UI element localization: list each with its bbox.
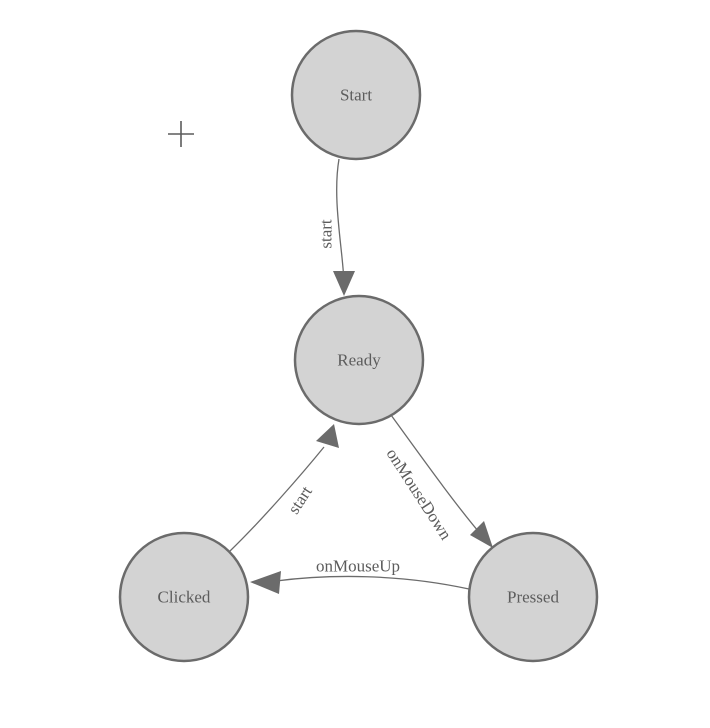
edge-start-to-ready[interactable]: start bbox=[317, 158, 356, 296]
edge-ready-to-pressed[interactable]: onMouseDown bbox=[382, 414, 493, 548]
edge-label-start-to-ready: start bbox=[317, 219, 336, 249]
edge-line-pressed-to-clicked bbox=[275, 575, 470, 590]
node-clicked[interactable]: Clicked bbox=[118, 531, 250, 663]
arrowhead-icon-pressed-to-clicked bbox=[250, 571, 281, 594]
markers-layer bbox=[168, 121, 194, 147]
edge-label-ready-to-pressed: onMouseDown bbox=[382, 445, 455, 544]
edge-pressed-to-clicked[interactable]: onMouseUp bbox=[250, 557, 470, 595]
edge-line-ready-to-pressed bbox=[390, 414, 485, 539]
arrowhead-icon-start-to-ready bbox=[333, 271, 355, 296]
edge-line-clicked-to-ready bbox=[229, 446, 325, 552]
edge-label-pressed-to-clicked: onMouseUp bbox=[316, 557, 400, 576]
arrowhead-icon-clicked-to-ready bbox=[316, 424, 339, 448]
node-circle-start[interactable] bbox=[290, 29, 422, 161]
node-circle-ready[interactable] bbox=[293, 294, 425, 426]
edge-line-start-to-ready bbox=[336, 158, 345, 284]
node-circle-clicked[interactable] bbox=[118, 531, 250, 663]
node-pressed[interactable]: Pressed bbox=[467, 531, 599, 663]
edge-clicked-to-ready[interactable]: start bbox=[229, 424, 339, 552]
node-ready[interactable]: Ready bbox=[293, 294, 425, 426]
node-start[interactable]: Start bbox=[290, 29, 422, 161]
crosshair-icon bbox=[168, 121, 194, 147]
node-circle-pressed[interactable] bbox=[467, 531, 599, 663]
arrowhead-icon-ready-to-pressed bbox=[470, 521, 493, 548]
